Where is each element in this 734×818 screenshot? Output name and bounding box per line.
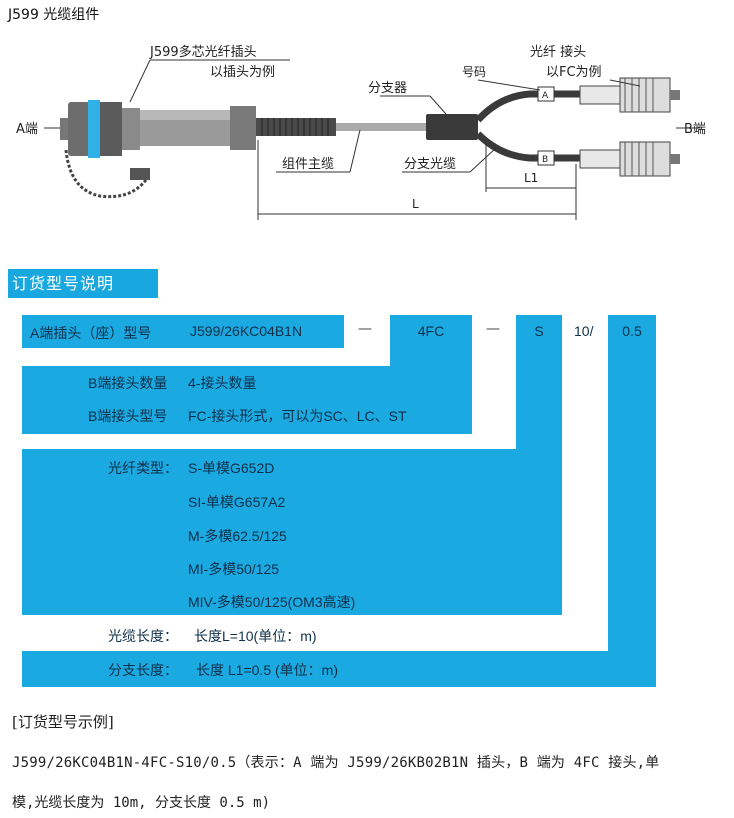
dash-1: — xyxy=(358,321,372,337)
branch-cable-label: 分支光缆 xyxy=(404,156,456,172)
example-line-2: 模,光缆长度为 10m, 分支长度 0.5 m) xyxy=(12,795,271,811)
page-title: J599 光缆组件 xyxy=(8,7,100,23)
fiber-type-box xyxy=(22,449,562,615)
b-connector-box xyxy=(22,366,472,434)
branch-length-value: 长度 L1=0.5 (单位：m) xyxy=(196,662,338,678)
tag-b: B xyxy=(542,155,548,165)
connector-code: 4FC xyxy=(417,323,445,339)
fiber-type-label: 光纤类型： xyxy=(108,460,178,476)
fiber-option: MI-多模50/125 xyxy=(188,561,280,577)
fiber-label-2: 以FC为例 xyxy=(546,65,602,80)
fiber-option: SI-单模G657A2 xyxy=(188,494,286,510)
fiber-option: M-多模62.5/125 xyxy=(188,528,287,544)
b-count-label: B端接头数量 xyxy=(88,375,168,391)
tag-a: A xyxy=(542,91,549,101)
connector-label-2: 以插头为例 xyxy=(210,65,275,80)
splitter xyxy=(426,114,478,140)
splitter-label: 分支器 xyxy=(368,81,407,96)
cable-length-value: 长度L=10(单位：m) xyxy=(194,628,317,644)
row-a-box xyxy=(22,315,344,348)
b-type-value: FC-接头形式，可以为SC、LC、ST xyxy=(188,408,407,424)
branch-length-box xyxy=(22,651,656,687)
end-b-label: B端 xyxy=(684,122,706,137)
cable-length-label: 光缆长度： xyxy=(108,628,178,644)
example-heading: [订货型号示例] xyxy=(12,713,114,731)
cable-assembly-diagram: A端 A B xyxy=(16,44,706,220)
dim-l1-label: L1 xyxy=(524,171,538,185)
main-cable-label: 组件主缆 xyxy=(282,156,334,172)
branch-code: 0.5 xyxy=(622,323,642,339)
branch-length-label: 分支长度： xyxy=(108,662,178,678)
fiber-option: S-单模G652D xyxy=(188,460,275,476)
fiber-code: S xyxy=(534,323,544,339)
dash-2: — xyxy=(486,321,500,337)
number-label: 号码 xyxy=(462,65,486,79)
order-section-header: 订货型号说明 xyxy=(8,269,158,298)
a-plug-label: A端插头（座）型号 xyxy=(30,325,152,341)
dim-l-label: L xyxy=(412,197,419,211)
b-count-value: 4-接头数量 xyxy=(188,375,257,391)
fiber-label-1: 光纤 接头 xyxy=(530,44,586,60)
b-type-label: B端接头型号 xyxy=(88,408,168,424)
j599-connector xyxy=(60,100,256,199)
fc-connector-bottom xyxy=(579,141,680,177)
connector-label-1: J599多芯光纤插头 xyxy=(149,44,257,60)
a-plug-value: J599/26KC04B1N xyxy=(190,323,303,339)
fiber-option: MIV-多模50/125(OM3高速) xyxy=(188,594,356,610)
length-code: 10/ xyxy=(574,323,594,339)
fc-connector-top xyxy=(579,77,680,113)
example-line-1: J599/26KC04B1N-4FC-S10/0.5（表示：A 端为 J599/… xyxy=(12,755,660,771)
main-cable xyxy=(336,123,426,131)
end-a-label: A端 xyxy=(16,122,38,137)
branch-column xyxy=(608,315,656,687)
